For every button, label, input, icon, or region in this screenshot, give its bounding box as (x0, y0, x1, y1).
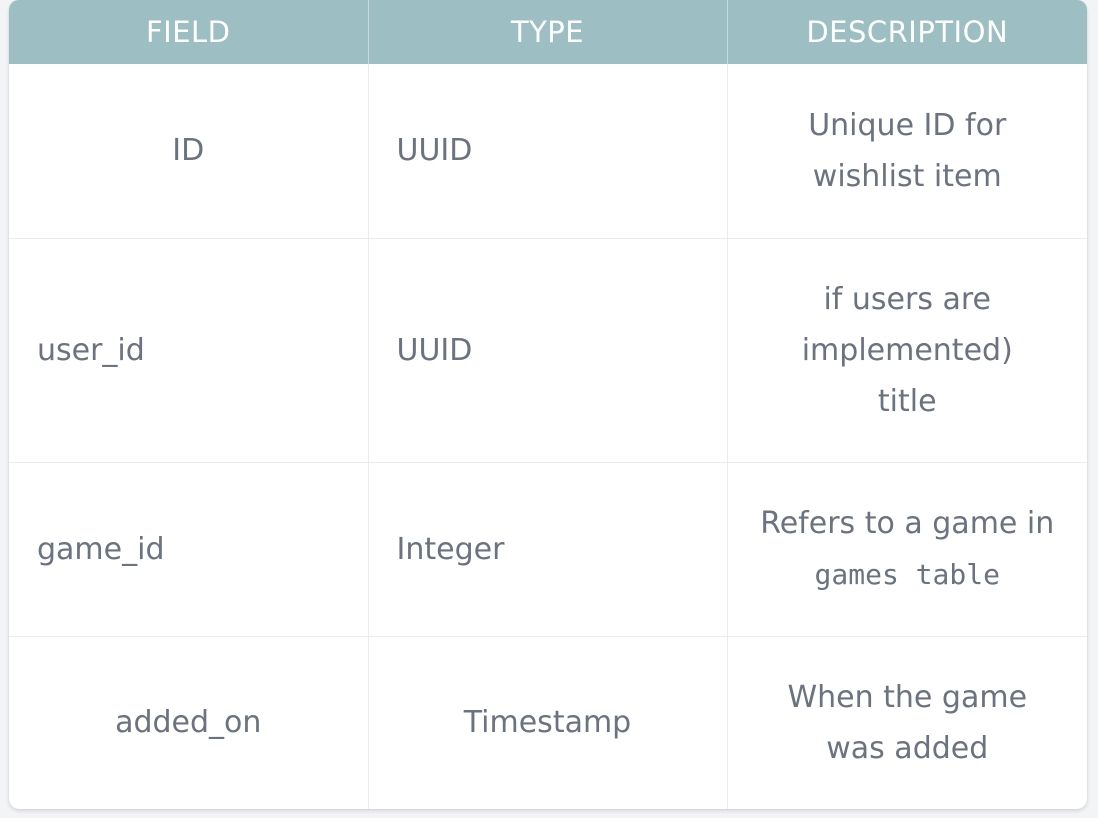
cell-field: added_on (9, 635, 368, 809)
cell-description: When the game was added (726, 635, 1087, 809)
cell-description: if users are implemented) title (726, 237, 1087, 462)
cell-type: Integer (367, 461, 727, 636)
table-row: user_id UUID if users are implemented) t… (9, 237, 1087, 462)
table-header-row: FIELD TYPE DESCRIPTION (9, 0, 1087, 64)
cell-type: Timestamp (367, 635, 727, 809)
cell-field: game_id (9, 461, 368, 636)
cell-description: Unique ID for wishlist item (726, 64, 1087, 238)
schema-table-card: FIELD TYPE DESCRIPTION ID UUID Unique ID… (9, 0, 1087, 809)
header-description[interactable]: DESCRIPTION (726, 0, 1087, 64)
description-line: wishlist item (812, 158, 1002, 194)
cell-type: UUID (367, 237, 727, 462)
cell-field: ID (172, 133, 205, 169)
description-line: was added (826, 730, 989, 766)
description-line: title (877, 383, 937, 419)
cell-description: Refers to a game in games table (726, 461, 1087, 636)
schema-table: FIELD TYPE DESCRIPTION ID UUID Unique ID… (9, 0, 1087, 809)
description-line: implemented) (801, 332, 1013, 368)
description-line: Unique ID for (808, 107, 1007, 143)
header-type[interactable]: TYPE (367, 0, 727, 64)
description-line: if users are (823, 281, 992, 317)
cell-field: user_id (9, 237, 368, 462)
description-line: games table (814, 558, 1000, 591)
table-row: game_id Integer Refers to a game in game… (9, 461, 1087, 636)
header-field[interactable]: FIELD (145, 15, 231, 49)
description-line: When the game (787, 679, 1028, 715)
cell-type: UUID (367, 64, 727, 238)
description-line: Refers to a game in (760, 506, 1055, 541)
table-row: ID UUID Unique ID for wishlist item (9, 64, 1087, 238)
table-row: added_on Timestamp When the game was add… (9, 635, 1087, 809)
